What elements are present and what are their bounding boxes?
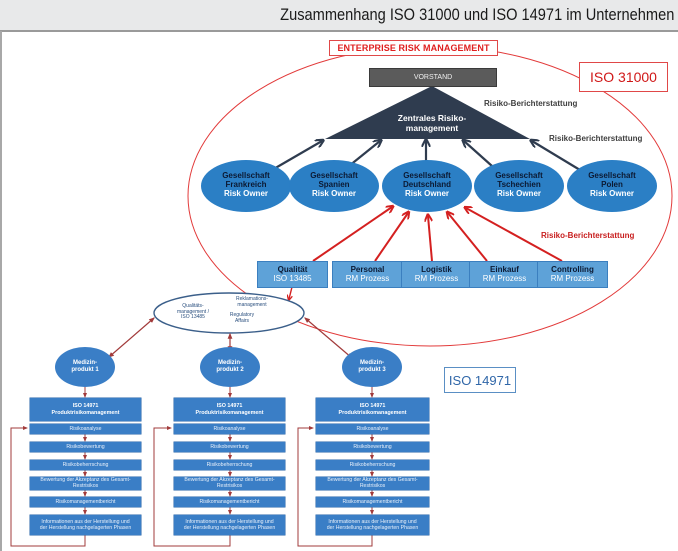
process-stack-2-connectors [153,426,232,547]
step-risikobeherrschung: Risikobeherrschung [30,460,141,470]
arrow-polen-to-central [532,141,581,171]
step-risikobewertung: Risikobewertung [30,442,141,452]
process-stack-1-connectors [10,426,87,547]
department-controlling: Controlling RM Prozess [537,261,608,288]
step-herstellungsinformationen: Informationen aus der Herstellung und de… [30,515,141,535]
hub-regulatory-affairs-label: Regulatory Affairs [229,312,255,324]
hub-complaint-management-label: Reklamations- management [236,296,268,308]
department-logistik: Logistik RM Prozess [401,261,472,288]
subsidiary-deutschland: Gesellschaft Deutschland Risk Owner [402,171,451,198]
subsidiary-spanien-ellipse [289,160,379,212]
process-header: ISO 14971 Produktrisikomanagement [174,398,285,421]
step-herstellungsinformationen: Informationen aus der Herstellung und de… [316,515,429,535]
reporting-label-top: Risiko-Berichterstattung [484,99,578,108]
medical-product-1: Medizin- produkt 1 [71,360,99,373]
page-header: Zusammenhang ISO 31000 und ISO 14971 im … [0,0,678,32]
arrow-einkauf-to-deutschland [448,213,488,262]
medical-product-2: Medizin- produkt 2 [216,360,244,373]
iso-31000-label: ISO 31000 [579,62,668,92]
reporting-label-middle: Risiko-Berichterstattung [549,134,643,143]
department-einkauf: Einkauf RM Prozess [469,261,540,288]
subsidiary-polen-ellipse [567,160,657,212]
step-restrisiko-bewertung: Bewertung der Akzeptanz des Gesamt- Rest… [30,477,141,490]
subsidiary-frankreich-ellipse [201,160,291,212]
vorstand-box: VORSTAND [369,68,497,87]
subsidiary-polen: Gesellschaft Polen Risk Owner [588,171,636,198]
step-herstellungsinformationen: Informationen aus der Herstellung und de… [174,515,285,535]
process-stack-3-connectors [297,426,374,547]
step-risikobeherrschung: Risikobeherrschung [316,460,429,470]
step-risikobewertung: Risikobewertung [316,442,429,452]
arrow-qualitaet-to-hub [289,286,293,299]
product-1-ellipse [55,347,115,387]
arrow-tschechien-to-central [464,141,493,167]
process-header: ISO 14971 Produktrisikomanagement [30,398,141,421]
step-risikoanalyse: Risikoanalyse [30,424,141,434]
medical-product-3: Medizin- produkt 3 [358,360,386,373]
step-risikoanalyse: Risikoanalyse [316,424,429,434]
department-personal: Personal RM Prozess [332,261,403,288]
subsidiary-frankreich: Gesellschaft Frankreich Risk Owner [222,171,270,198]
enterprise-risk-management-label: ENTERPRISE RISK MANAGEMENT [329,40,498,56]
arrow-frankreich-to-central [271,141,322,171]
central-risk-management-label: Zentrales Risiko- management [397,113,467,133]
arrow-logistik-to-deutschland [428,216,433,262]
department-qualitaet: Qualität ISO 13485 [257,261,328,288]
central-risk-management-triangle [325,86,530,139]
step-risikomanagementbericht: Risikomanagementbericht [316,497,429,507]
hub-quality-management-label: Qualitäts- management / ISO 13485 [177,303,209,321]
arrow-personal-to-deutschland [374,213,408,262]
arrow-controlling-to-deutschland [466,208,563,262]
subsidiary-tschechien-ellipse [474,160,564,212]
arrow-hub-to-product-3 [304,317,353,359]
subsidiary-deutschland-ellipse [382,160,472,212]
step-risikomanagementbericht: Risikomanagementbericht [174,497,285,507]
step-risikobewertung: Risikobewertung [174,442,285,452]
step-risikomanagementbericht: Risikomanagementbericht [30,497,141,507]
iso-14971-label: ISO 14971 [444,367,516,393]
page-title: Zusammenhang ISO 31000 und ISO 14971 im … [279,5,674,24]
arrow-hub-to-product-1 [108,317,155,358]
arrow-spanien-to-central [348,141,380,167]
step-restrisiko-bewertung: Bewertung der Akzeptanz des Gesamt- Rest… [316,477,429,490]
step-risikoanalyse: Risikoanalyse [174,424,285,434]
frame-border [0,31,2,551]
subsidiary-spanien: Gesellschaft Spanien Risk Owner [310,171,358,198]
product-3-ellipse [342,347,402,387]
process-header: ISO 14971 Produktrisikomanagement [316,398,429,421]
arrow-qualitaet-to-deutschland [312,207,392,262]
product-2-ellipse [200,347,260,387]
reporting-label-departments: Risiko-Berichterstattung [541,231,635,240]
subsidiary-tschechien: Gesellschaft Tschechien Risk Owner [495,171,543,198]
step-risikobeherrschung: Risikobeherrschung [174,460,285,470]
step-restrisiko-bewertung: Bewertung der Akzeptanz des Gesamt- Rest… [174,477,285,490]
